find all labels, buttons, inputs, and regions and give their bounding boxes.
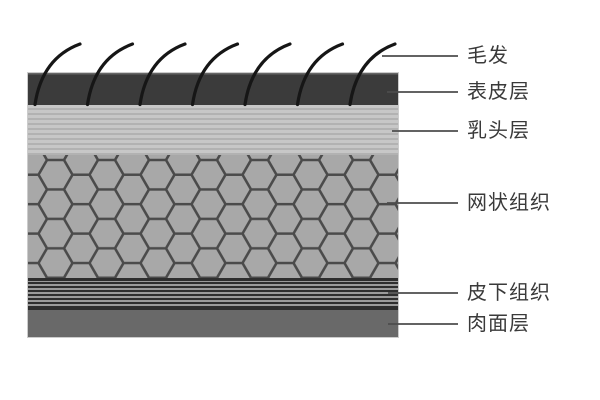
hair-strand: [138, 42, 187, 107]
hair-strand: [243, 42, 292, 107]
layer-subcutaneous-top-line: [28, 278, 398, 281]
hair-strand: [190, 42, 240, 107]
leader-lines: [382, 55, 458, 325]
label-hair: 毛发: [467, 45, 509, 67]
hair-strand: [85, 42, 135, 107]
diagram-block-edge: [27, 72, 399, 338]
layer-subcutaneous: [28, 278, 398, 310]
label-reticular: 网状组织: [467, 192, 551, 214]
hair-strand: [295, 42, 345, 107]
layer-subcutaneous-bottom-line: [28, 307, 398, 310]
label-flesh: 肉面层: [467, 313, 530, 335]
layer-reticular-hexagons: [28, 155, 398, 278]
hair-strands: [33, 42, 397, 107]
hair-strand: [33, 42, 82, 107]
layer-papillary: [28, 105, 398, 155]
layer-epidermis: [28, 73, 398, 105]
label-subcutaneous: 皮下组织: [467, 282, 551, 304]
hair-strand: [348, 42, 397, 107]
label-papillary: 乳头层: [467, 120, 530, 142]
layer-epidermis-top-highlight: [28, 73, 398, 75]
layer-flesh: [28, 310, 398, 337]
label-epidermis: 表皮层: [467, 81, 530, 103]
